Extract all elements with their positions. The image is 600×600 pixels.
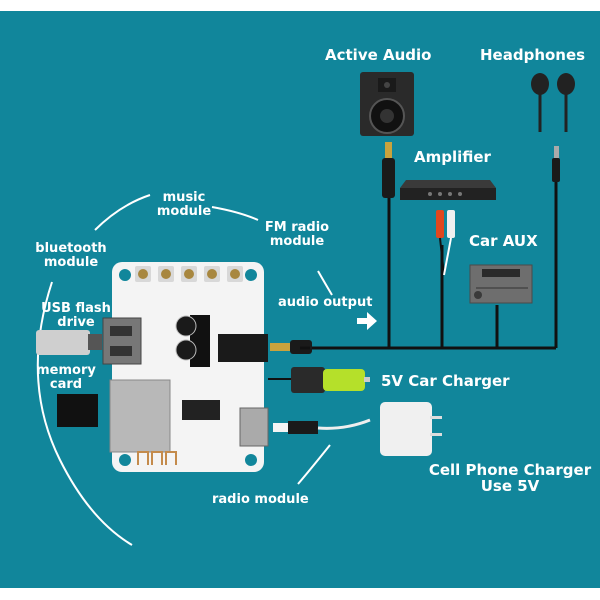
- label-5v-car-charger: 5V Car Charger: [381, 372, 510, 390]
- label-cell-phone-charger: Cell Phone Charger Use 5V: [425, 461, 595, 495]
- label-radio-module: radio module: [212, 492, 309, 507]
- microsd-card-image: [57, 394, 98, 427]
- label-phone-charger-line2: Use 5V: [480, 476, 540, 495]
- label-memory-line2: card: [49, 376, 83, 392]
- label-memory-line1: memory: [36, 363, 96, 378]
- car-charger-image: [268, 367, 370, 393]
- active-speaker-image: [360, 72, 414, 136]
- capacitor-1: [175, 315, 197, 337]
- amplifier-image: [400, 180, 496, 200]
- pcb-antenna: [137, 451, 177, 465]
- capacitor-2: [175, 339, 197, 361]
- speaker-jack: [382, 142, 395, 198]
- label-audio-output: audio output: [278, 295, 373, 310]
- label-bluetooth-line2: module: [43, 254, 99, 270]
- label-music-module-line2: module: [156, 203, 212, 219]
- ic-chip: [182, 400, 220, 420]
- label-active-audio: Active Audio: [325, 46, 432, 64]
- label-music-module-line1: music: [162, 190, 206, 205]
- headphones-image: [531, 73, 575, 132]
- annotation-pointer-audio: [317, 270, 333, 296]
- audio-jack-port: [218, 334, 268, 362]
- label-usb-line2: drive: [57, 314, 95, 330]
- label-usb-line1: USB flash: [41, 301, 111, 316]
- label-usb-flash-drive: USB flash drive: [40, 302, 112, 329]
- label-fm-radio-line1: FM radio: [264, 220, 330, 235]
- label-music-module: music module: [156, 191, 212, 218]
- audio-output-plug: [270, 340, 312, 354]
- rca-cables: [436, 210, 455, 276]
- arrow-right-icon: [357, 312, 377, 330]
- label-fm-radio-module: FM radio module: [262, 221, 332, 248]
- car-radio-image: [469, 264, 533, 304]
- mp3-bluetooth-board: [102, 262, 269, 472]
- label-memory-card: memory card: [36, 364, 96, 391]
- audio-cable-network: [300, 180, 558, 350]
- label-amplifier: Amplifier: [414, 148, 491, 166]
- usb-port: [102, 317, 142, 365]
- sd-card-slot: [109, 379, 171, 453]
- board-buttons: [135, 266, 243, 282]
- usb-flash-drive-image: [36, 330, 102, 355]
- label-fm-radio-line2: module: [269, 233, 325, 249]
- annotation-arc-top-right: [211, 206, 259, 221]
- phone-charger-image: [273, 402, 442, 456]
- label-headphones: Headphones: [480, 46, 586, 64]
- label-phone-charger-line1: Cell Phone Charger: [428, 461, 592, 479]
- annotation-arc-top-left: [94, 194, 151, 231]
- headphone-jack: [552, 146, 560, 182]
- label-car-aux: Car AUX: [469, 232, 538, 250]
- usb-c-port: [239, 407, 269, 447]
- label-bluetooth-line1: bluetooth: [35, 241, 107, 256]
- annotation-pointer-radio: [297, 444, 331, 485]
- label-bluetooth-module: bluetooth module: [30, 242, 112, 269]
